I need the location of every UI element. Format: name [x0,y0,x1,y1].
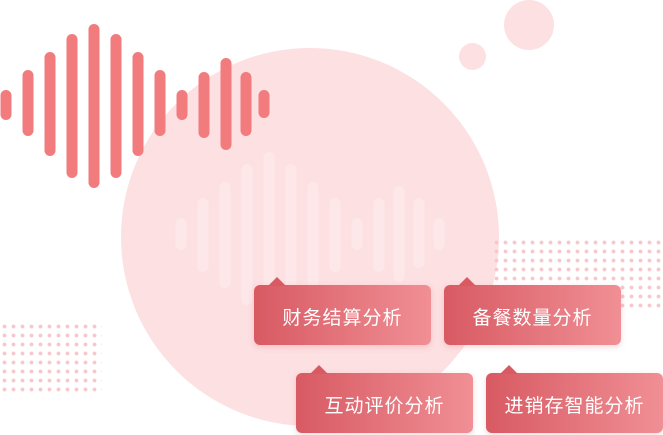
wave-bar [0,90,12,120]
tag-label: 备餐数量分析 [472,306,593,329]
wave-bar [110,34,122,178]
tag-label: 互动评价分析 [324,394,445,417]
wave-bar [22,70,34,136]
tag-label: 财务结算分析 [282,306,403,329]
wave-bar [44,52,56,156]
tag-meal-prep-analysis: 备餐数量分析 [444,277,621,345]
wave-bar [132,52,144,156]
tag-review-analysis: 互动评价分析 [296,365,473,433]
wave-bar [88,24,100,188]
dot-grid-left [0,322,102,392]
tag-label: 进销存智能分析 [504,394,645,417]
tiny-pink-circle [459,43,486,70]
tag-finance-analysis: 财务结算分析 [254,277,431,345]
tag-inventory-analysis: 进销存智能分析 [486,365,663,433]
wave-bar [66,34,78,178]
small-pink-circle [504,0,554,50]
